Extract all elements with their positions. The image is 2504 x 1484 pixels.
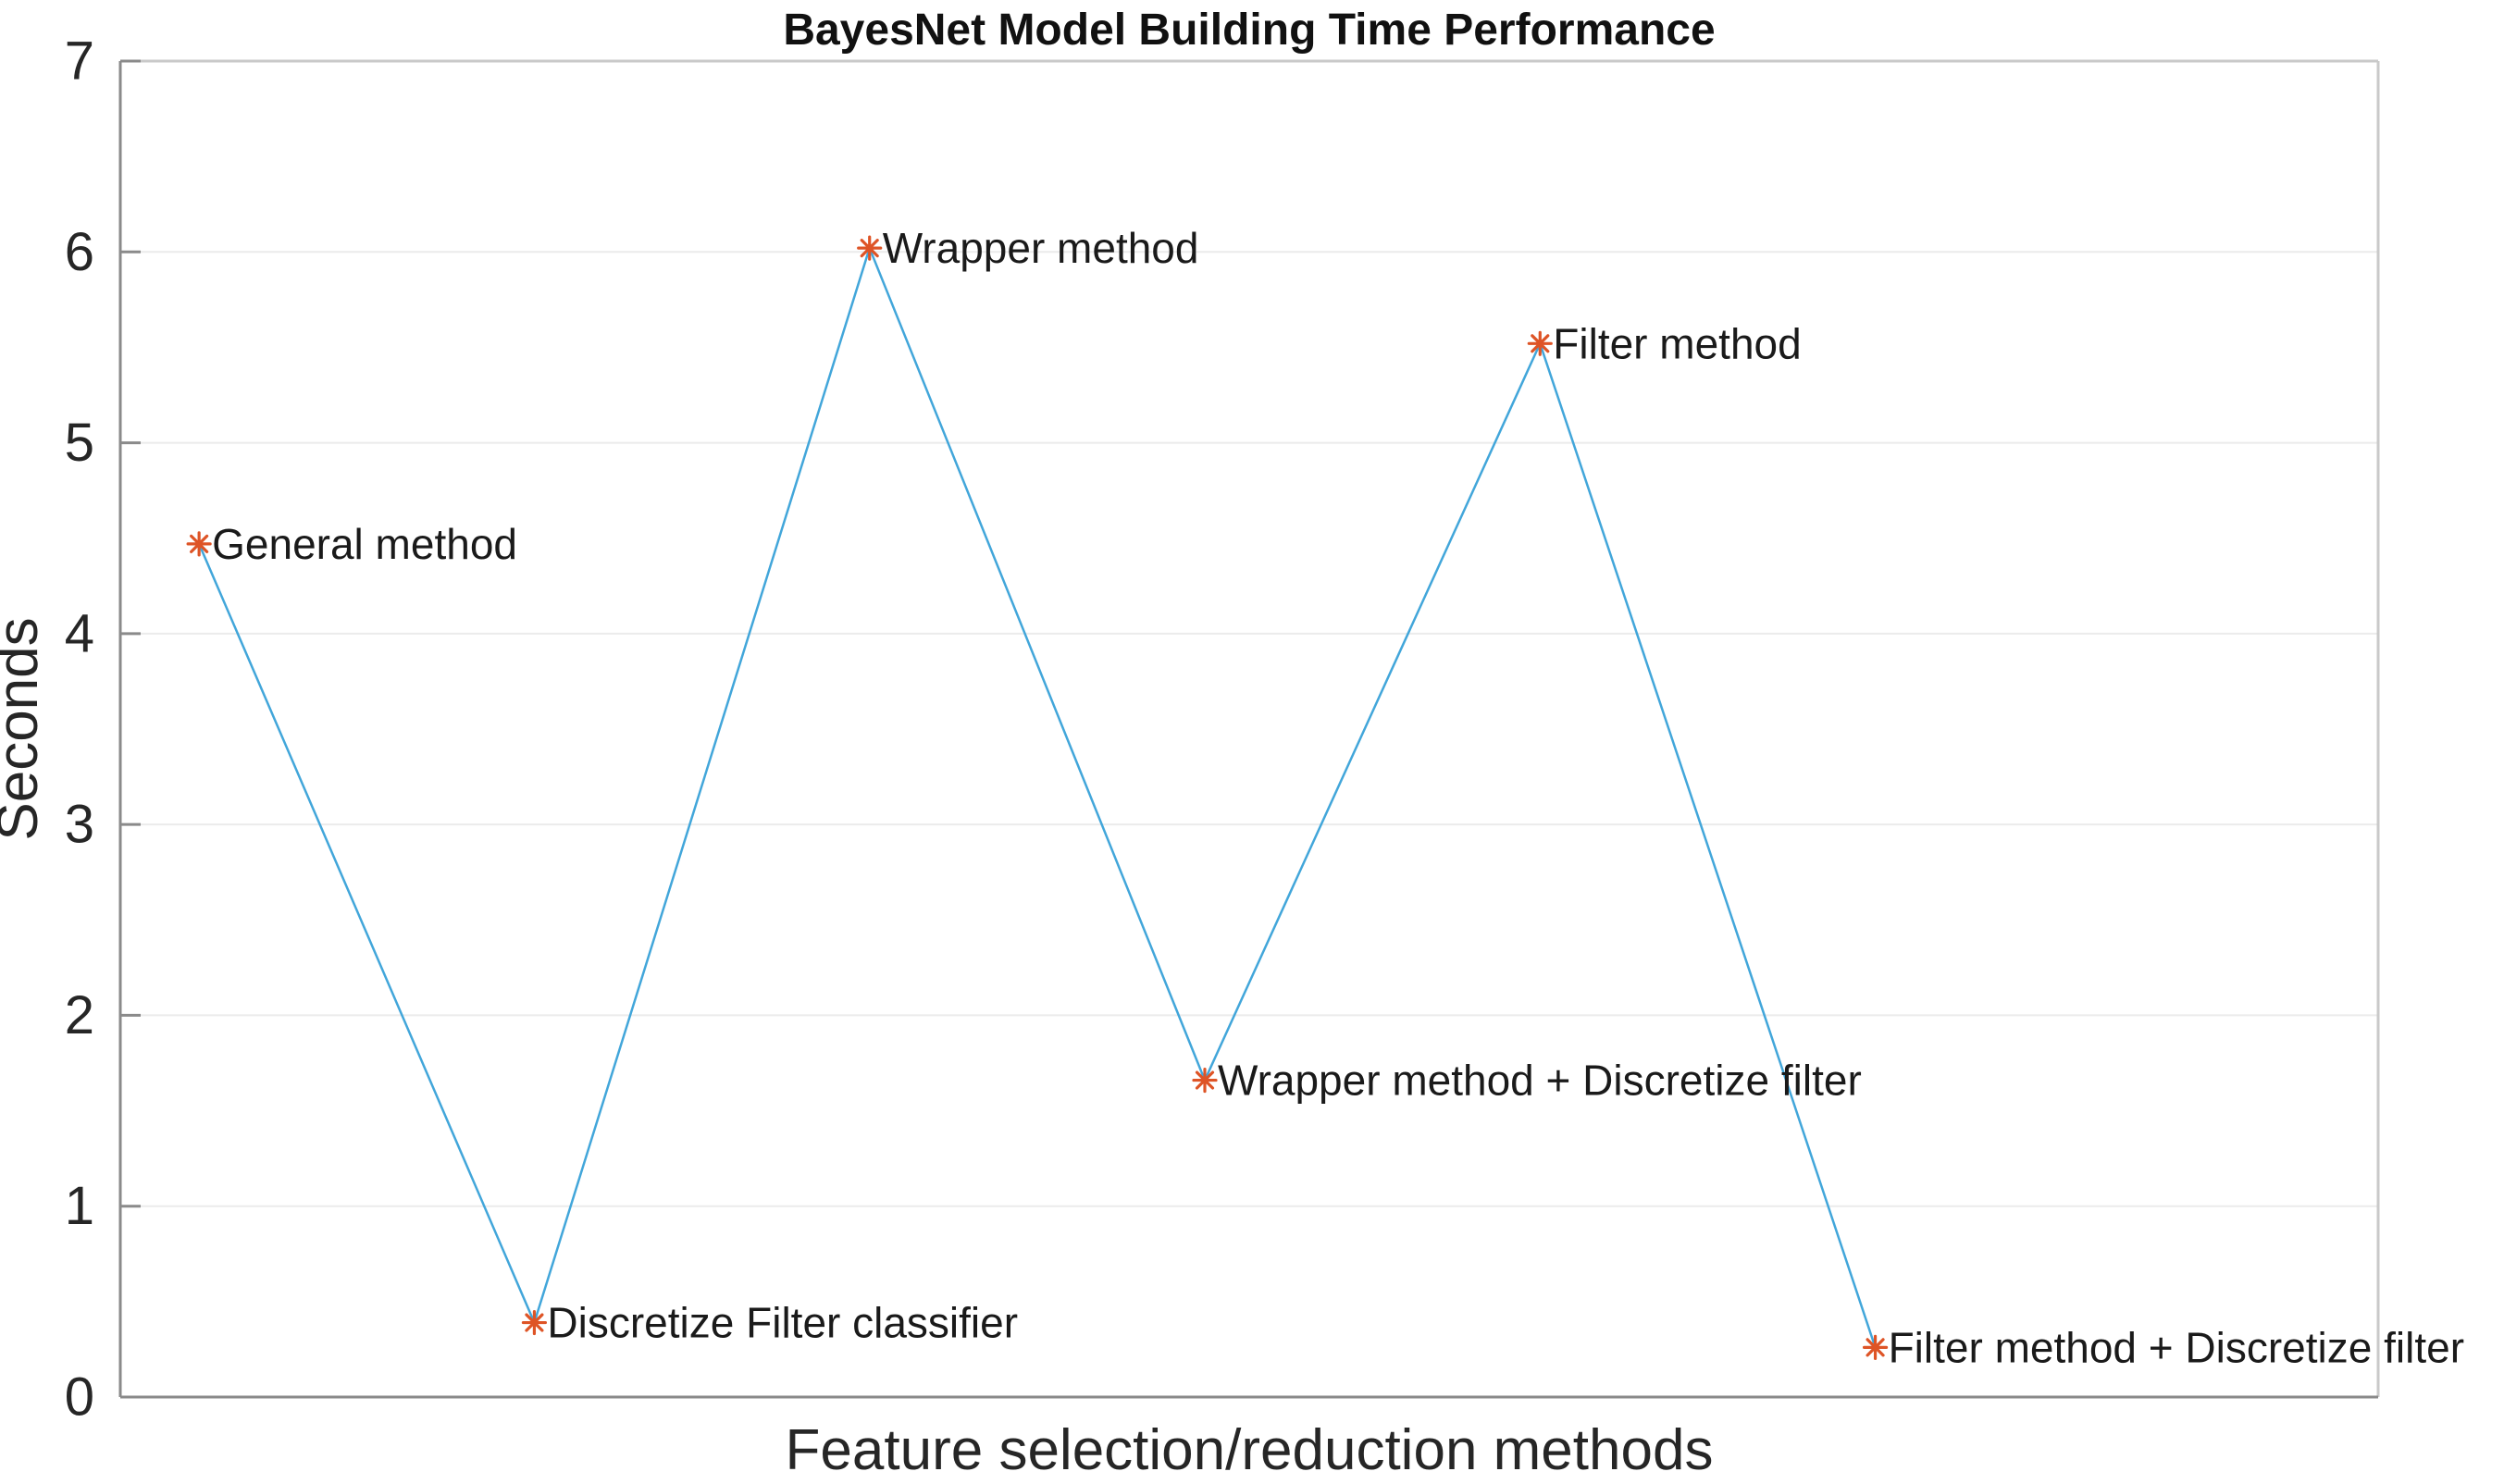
data-point-label: General method [212,520,517,568]
data-point-label: Discretize Filter classifier [547,1299,1018,1347]
x-axis-label: Feature selection/reduction methods [786,1418,1714,1482]
data-point-marker [521,1309,548,1336]
y-tick-label: 6 [65,222,94,282]
chart-title: BayesNet Model Building Time Performance [783,6,1715,55]
data-point-label: Wrapper method + Discretize filter [1218,1057,1862,1105]
data-point-marker [1192,1067,1218,1094]
y-tick-label: 3 [65,795,94,855]
y-tick-label: 4 [65,603,94,663]
data-point-label: Filter method [1553,319,1801,367]
data-point-marker [857,235,883,261]
y-tick-label: 7 [65,31,94,92]
data-point-marker [1527,330,1553,356]
y-tick-label: 2 [65,985,94,1045]
data-point-marker [186,531,212,557]
y-tick-label: 0 [65,1367,94,1428]
data-point-label: Wrapper method [883,224,1199,272]
y-tick-label: 5 [65,413,94,473]
y-tick-label: 1 [65,1176,94,1236]
data-point-marker [1862,1334,1889,1360]
data-point-label: Filter method + Discretize filter [1889,1323,2464,1371]
y-axis-label: Seconds [0,617,50,840]
data-line [197,246,1877,1348]
